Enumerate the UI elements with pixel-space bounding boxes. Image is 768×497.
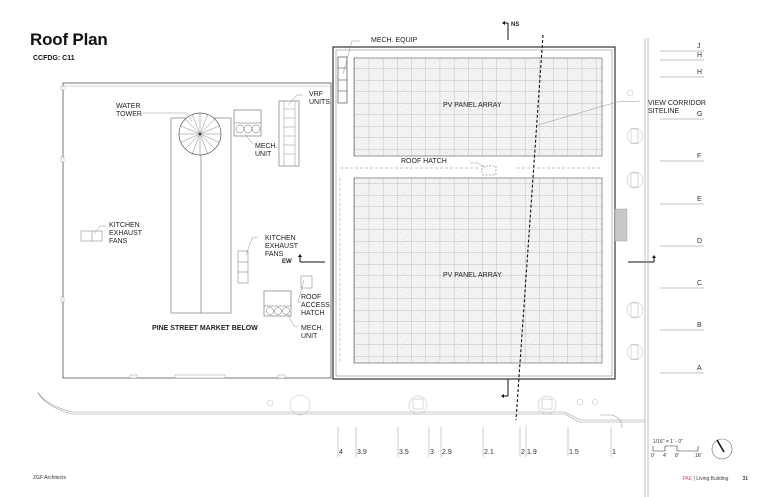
scale-text: 1/16" = 1' - 0" — [653, 439, 683, 445]
ns-section-marker-top — [502, 21, 509, 40]
label-mech-unit-top: MECH. UNIT — [255, 143, 278, 158]
footer-project: PAE | Living Building 31 — [682, 476, 748, 482]
label-pine-street-market: PINE STREET MARKET BELOW — [152, 325, 258, 332]
grid-row-label: H — [697, 69, 703, 76]
grid-column-label: 1.5 — [569, 449, 579, 456]
label-roof-access-hatch: ROOF ACCESS HATCH — [301, 294, 330, 317]
grid-column-label: 3.9 — [357, 449, 367, 456]
grid-row-label: E — [697, 196, 702, 203]
label-view-corridor: VIEW CORRIDOR SITELINE — [648, 100, 706, 115]
left-building-outline — [60, 82, 332, 379]
roof-access-hatch — [297, 275, 313, 303]
main-building-roof — [332, 40, 628, 380]
street-edge — [37, 38, 649, 497]
footer-separator: | — [692, 476, 697, 482]
grid-row-label: F — [697, 153, 702, 160]
scale-tick: 4' — [663, 453, 667, 459]
footer-brand: PAE — [682, 476, 693, 482]
grid-column-lines — [337, 427, 612, 457]
page-subtitle: CCFDG: C11 — [33, 55, 75, 62]
kitchen-exhaust-fans-right — [237, 236, 259, 284]
label-water-tower: WATER TOWER — [116, 103, 142, 118]
label-kitchen-exhaust-left: KITCHEN EXHAUST FANS — [109, 222, 143, 245]
label-mech-unit-bottom: MECH. UNIT — [301, 325, 324, 340]
north-arrow-icon — [711, 438, 733, 460]
label-ew-section: EW — [282, 259, 292, 265]
grid-column-label: 1 — [612, 449, 616, 456]
page-title: Roof Plan — [30, 30, 108, 49]
scale-bar — [652, 445, 699, 452]
kitchen-exhaust-fans-left — [80, 225, 106, 242]
ew-section-marker — [298, 254, 325, 263]
grid-row-label: G — [697, 111, 703, 118]
grid-row-label: H — [697, 52, 703, 59]
label-roof-hatch: ROOF HATCH — [401, 158, 447, 165]
ew-section-marker-right — [628, 255, 656, 263]
label-vrf-units: VRF UNITS — [309, 91, 330, 106]
water-tower — [143, 112, 232, 314]
grid-column-label: 2.1 — [484, 449, 494, 456]
grid-column-label: 1.9 — [527, 449, 537, 456]
grid-column-label: 2 — [521, 449, 525, 456]
mech-unit-bottom — [263, 290, 299, 328]
vrf-units — [278, 94, 303, 167]
mech-unit-top — [233, 109, 262, 144]
grid-column-label: 2.9 — [442, 449, 452, 456]
page-number: 31 — [742, 476, 748, 482]
grid-row-label: A — [697, 365, 702, 372]
ns-section-marker-bottom — [501, 379, 509, 398]
footer-firm: ZGF Architects — [33, 475, 67, 481]
grid-row-lines — [660, 50, 704, 374]
grid-row-label: C — [697, 280, 703, 287]
scale-tick: 0' — [651, 453, 655, 459]
view-corridor-siteline — [515, 34, 641, 421]
grid-row-label: B — [697, 322, 702, 329]
label-kitchen-exhaust-right: KITCHEN EXHAUST FANS — [265, 235, 299, 258]
grid-row-label: D — [697, 238, 703, 245]
grid-column-label: 3 — [430, 449, 434, 456]
grid-column-label: 3.5 — [399, 449, 409, 456]
grid-column-label: 4 — [339, 449, 343, 456]
grid-row-label: J — [697, 43, 701, 50]
street-trees — [266, 89, 644, 416]
footer-project-name: Living Building — [696, 476, 729, 482]
label-ns-section: NS — [511, 22, 520, 28]
label-mech-equip: MECH. EQUIP — [371, 37, 418, 44]
label-pv-array-bottom: PV PANEL ARRAY — [443, 272, 502, 279]
scale-tick: 8' — [675, 453, 679, 459]
scale-tick: 16' — [695, 453, 702, 459]
label-pv-array-top: PV PANEL ARRAY — [443, 102, 502, 109]
